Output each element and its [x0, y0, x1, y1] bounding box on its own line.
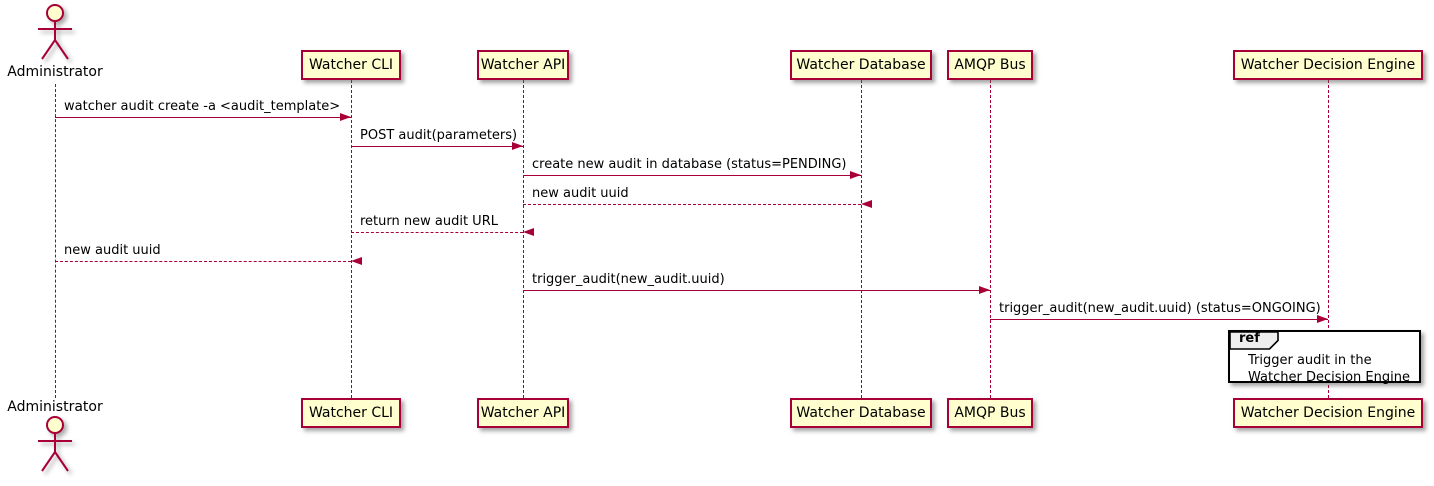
participant-box-watcher-api-top: Watcher API	[477, 50, 569, 80]
participant-box-watcher-decision-engine-top: Watcher Decision Engine	[1233, 50, 1423, 80]
message-label-8: trigger_audit(new_audit.uuid) (status=ON…	[999, 301, 1321, 316]
arrowhead-4	[861, 200, 872, 208]
participant-box-amqp-bus-bottom: AMQP Bus	[947, 398, 1033, 428]
arrowhead-2	[512, 142, 523, 150]
lifeline-administrator	[55, 84, 56, 398]
message-label-5: return new audit URL	[360, 214, 498, 229]
participant-box-amqp-bus-top: AMQP Bus	[947, 50, 1033, 80]
message-line-5	[351, 232, 523, 233]
message-line-7	[523, 290, 990, 291]
ref-text-line-1: Trigger audit in the	[1248, 353, 1372, 368]
arrowhead-3	[850, 171, 861, 179]
message-label-4: new audit uuid	[532, 186, 629, 201]
actor-icon-administrator-top	[35, 3, 75, 63]
message-line-8	[990, 319, 1328, 320]
arrowhead-1	[340, 113, 351, 121]
participant-box-watcher-cli-bottom: Watcher CLI	[301, 398, 401, 428]
message-label-6: new audit uuid	[64, 243, 161, 258]
participant-box-watcher-decision-engine-bottom: Watcher Decision Engine	[1233, 398, 1423, 428]
message-label-1: watcher audit create -a <audit_template>	[64, 99, 341, 114]
message-line-1	[55, 117, 351, 118]
ref-keyword-label: ref	[1239, 331, 1260, 346]
participant-box-watcher-cli-top: Watcher CLI	[301, 50, 401, 80]
message-line-2	[351, 146, 523, 147]
arrowhead-8	[1317, 315, 1328, 323]
participant-label-administrator-top: Administrator	[7, 64, 103, 80]
participant-box-watcher-database-top: Watcher Database	[790, 50, 932, 80]
lifeline-watcher-cli	[351, 80, 352, 398]
arrowhead-5	[523, 228, 534, 236]
lifeline-watcher-api	[523, 80, 524, 398]
lifeline-amqp-bus	[990, 80, 991, 398]
message-label-3: create new audit in database (status=PEN…	[532, 157, 847, 172]
message-label-7: trigger_audit(new_audit.uuid)	[532, 272, 725, 287]
actor-icon-administrator-bottom	[35, 415, 75, 475]
lifeline-watcher-database	[861, 80, 862, 398]
message-line-3	[523, 175, 861, 176]
arrowhead-7	[979, 286, 990, 294]
message-label-2: POST audit(parameters)	[360, 128, 518, 143]
participant-box-watcher-database-bottom: Watcher Database	[790, 398, 932, 428]
participant-label-administrator-bottom: Administrator	[7, 399, 103, 415]
participant-box-watcher-api-bottom: Watcher API	[477, 398, 569, 428]
ref-text-line-2: Watcher Decision Engine	[1248, 370, 1410, 385]
message-line-6	[55, 261, 351, 262]
lifeline-watcher-decision-engine	[1328, 80, 1329, 398]
ref-keyword: ref	[1229, 331, 1291, 350]
message-line-4	[523, 204, 861, 205]
arrowhead-6	[351, 257, 362, 265]
